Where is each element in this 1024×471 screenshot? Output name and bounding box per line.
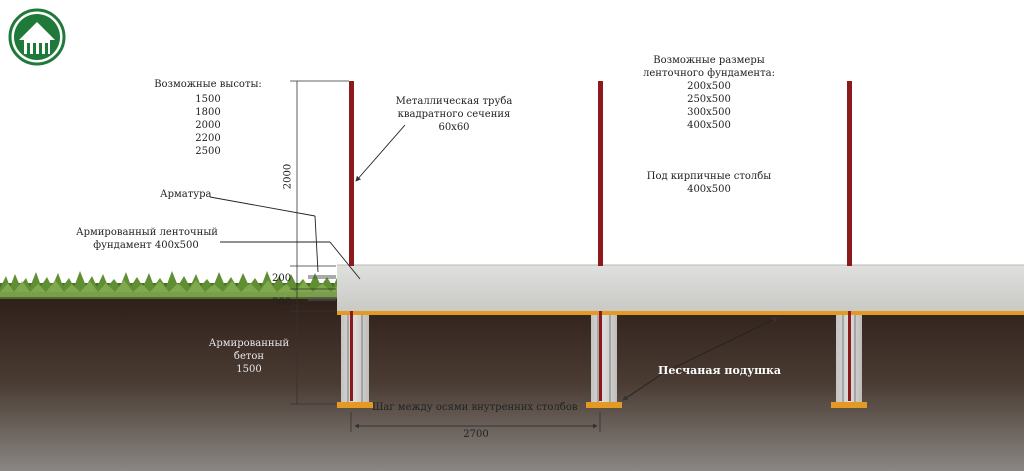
strip-label-line: Армированный ленточный [76,227,218,238]
concrete-label: Армированный бетон 1500 [206,337,292,376]
sand-pad-2 [586,402,622,408]
post-2-embed [599,311,602,401]
brick-label-line: 400x500 [687,184,731,195]
height-value: 1800 [195,107,221,118]
sand-pad-1 [337,402,373,408]
pile-1 [341,300,369,404]
height-value: 2000 [195,120,221,131]
grass-layer [0,271,345,299]
soil-layer [0,296,1024,471]
heights-title: Возможные высоты: [154,79,262,90]
sand-strip [337,310,1024,315]
pipe-label: Металлическая труба квадратного сечения … [392,95,516,134]
post-1 [349,81,354,266]
height-value: 2200 [195,133,221,144]
post-2 [598,81,603,266]
post-3-embed [848,311,851,401]
strip-label: Армированный ленточный фундамент 400x500 [76,226,218,252]
rebar-label: Арматура [160,189,212,200]
dim-300: 300 [272,297,292,308]
strip-rebar [308,275,336,301]
concrete-label-line: 1500 [236,364,262,375]
pipe-label-line: 60x60 [438,122,470,133]
pile-rebar [347,302,856,402]
heights-block: Возможные высоты: 1500 1800 2000 2200 25… [140,78,276,158]
pile-2 [591,300,617,404]
strip-foundation [337,265,1024,311]
spacing-label: Шаг между осями внутренних столбов [372,402,578,413]
sand-pad-3 [831,402,867,408]
concrete-label-line: бетон [233,351,265,362]
post-3 [847,81,852,266]
sizes-title: Возможные размеры [653,55,765,66]
pipe-label-line: квадратного сечения [397,109,511,120]
concrete-label-line: Армированный [208,338,290,349]
size-value: 300x500 [687,107,731,118]
size-value: 250x500 [687,94,731,105]
dimension-lines [290,80,601,432]
spacing-value: 2700 [463,429,489,440]
size-value: 400x500 [687,120,731,131]
company-logo [8,8,66,66]
strip-label-line: фундамент 400x500 [93,240,199,251]
dim-2000: 2000 [282,163,294,190]
brick-label-line: Под кирпичные столбы [646,171,772,182]
sizes-title: ленточного фундамента: [643,68,775,79]
height-value: 1500 [195,94,221,105]
size-value: 200x500 [687,81,731,92]
post-1-embed [350,311,353,401]
dim-200: 200 [272,273,292,284]
sizes-block: Возможные размеры ленточного фундамента:… [626,54,792,132]
pipe-label-line: Металлическая труба [395,96,513,107]
brick-label: Под кирпичные столбы 400x500 [640,170,778,196]
leader-lines [209,124,778,401]
sand-label: Песчаная подушка [658,364,782,377]
height-value: 2500 [195,146,221,157]
